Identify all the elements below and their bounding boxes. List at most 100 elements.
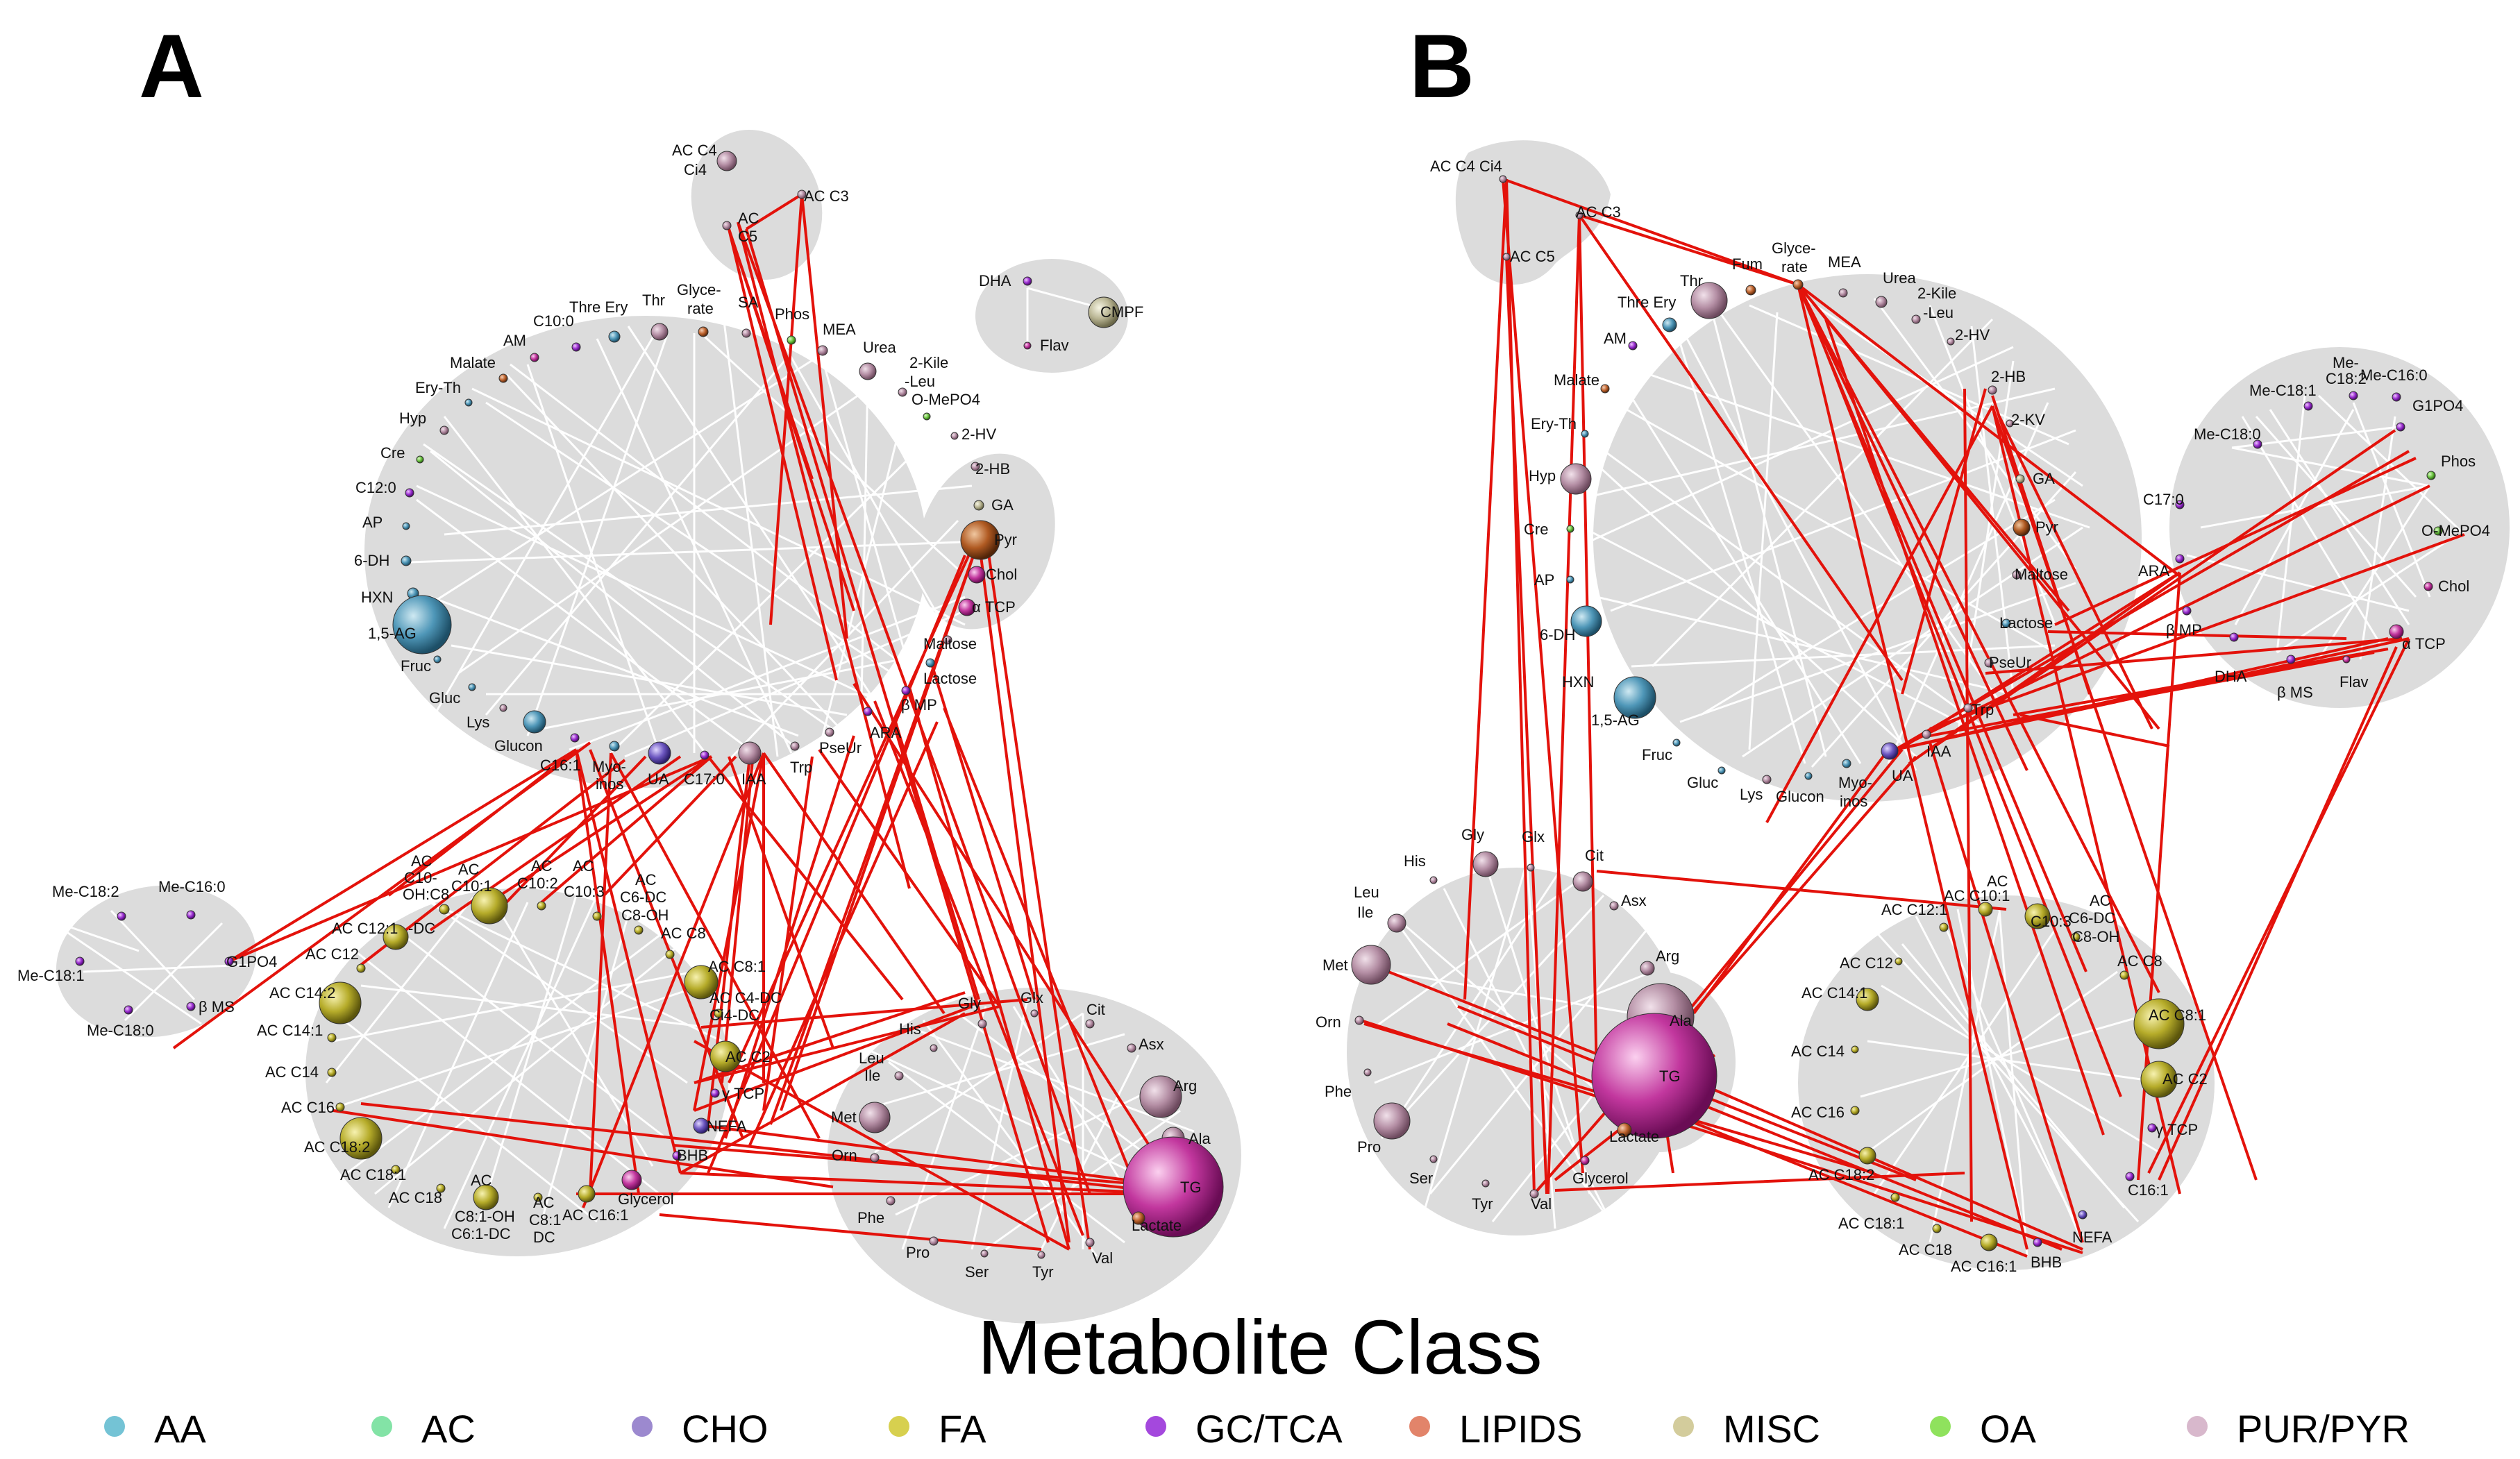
- node-a-ac-c14-2: [319, 981, 362, 1024]
- node-a-gluc: [468, 683, 476, 691]
- label-a-eryth: Ery-Th: [415, 379, 461, 396]
- label-b-ac-c16: AC C16: [1791, 1104, 1845, 1121]
- label-b-bhb: BHB: [2031, 1254, 2062, 1271]
- panel-a-network: AC C4 Ci4 AC C3 AC C5 DHA CMPF Flav Glyc…: [17, 129, 1241, 1324]
- label-b-ap: AP: [1534, 571, 1554, 589]
- label-a-fruc: Fruc: [401, 657, 431, 675]
- panel-a-white-edges: [48, 287, 1195, 1257]
- node-a-lactose: [925, 658, 935, 668]
- node-b-bhb: [2033, 1238, 2042, 1247]
- node-a-orn: [870, 1153, 880, 1163]
- label-b-omepo4: O-MePO4: [2421, 522, 2490, 539]
- label-b-val: Val: [1531, 1195, 1552, 1213]
- legend-label-cho: CHO: [682, 1407, 768, 1451]
- node-a-ac-c14-1: [327, 1033, 337, 1043]
- label-a-mec18-0: Me-C18:0: [87, 1022, 154, 1039]
- legend-label-fa: FA: [939, 1407, 986, 1451]
- node-a-glx: [1030, 1009, 1039, 1018]
- node-b-ac-c10-3: [2024, 903, 2051, 929]
- node-b-cit: [1572, 871, 1593, 892]
- label-a-15ag: 1,5-AG: [368, 625, 417, 642]
- legend-dot-ac: [371, 1416, 392, 1437]
- label-b-am: AM: [1604, 330, 1627, 347]
- node-b-lactate: [1617, 1122, 1632, 1138]
- node-a-cre: [416, 455, 424, 464]
- node-b-ac-c4: [1499, 175, 1507, 183]
- label-a-phe: Phe: [857, 1209, 884, 1226]
- label-b-ac-c4: AC C4 Ci4: [1430, 158, 1502, 175]
- label-b-leu: Leu: [1354, 884, 1379, 901]
- label-a-tg: TG: [1180, 1179, 1202, 1196]
- label-b-6dh: 6-DH: [1540, 626, 1575, 643]
- label-a-ac-c6dc-a: AC: [635, 871, 657, 888]
- node-b-tyr: [1481, 1179, 1490, 1188]
- label-b-ala: Ala: [1670, 1012, 1692, 1029]
- label-b-bmp: β MP: [2166, 621, 2202, 639]
- node-a-cmpf: [1088, 296, 1120, 328]
- node-b-ac-c12-1: [1939, 922, 1949, 932]
- node-a-c16-1: [570, 733, 580, 743]
- label-a-am: AM: [503, 332, 526, 349]
- label-b-fum: Fum: [1732, 255, 1763, 273]
- label-b-ac-c8-1: AC C8:1: [2149, 1006, 2206, 1024]
- node-a-tg: [1123, 1136, 1224, 1238]
- label-a-c8oh: C8-OH: [621, 906, 669, 924]
- label-a-hyp: Hyp: [399, 410, 426, 427]
- label-a-pro: Pro: [906, 1244, 930, 1261]
- panel-a-labels: AC C4 Ci4 AC C3 AC C5 DHA CMPF Flav Glyc…: [17, 142, 1211, 1281]
- node-a-ac-c18: [436, 1183, 446, 1193]
- node-a-atcp: [958, 598, 976, 616]
- node-a-glycerate: [698, 326, 709, 337]
- node-b-flav: [2342, 655, 2351, 664]
- node-a-ga: [973, 500, 984, 511]
- label-a-gly: Gly: [958, 995, 981, 1012]
- legend-dot-oa: [1930, 1416, 1951, 1437]
- node-a-phos: [787, 335, 796, 345]
- label-a-ga: GA: [991, 496, 1014, 514]
- label-a-ac-c10-3a: AC: [573, 857, 594, 875]
- panel-a-red-edges: [172, 193, 1182, 1251]
- node-a-ser: [980, 1249, 989, 1258]
- node-b-malate: [1600, 384, 1610, 394]
- label-a-glucon: Glucon: [494, 737, 543, 754]
- label-b-malate: Malate: [1554, 371, 1599, 389]
- node-a-ac-c4dc: [714, 1009, 723, 1018]
- legend-label-gctca: GC/TCA: [1195, 1407, 1343, 1451]
- node-a-am: [530, 353, 539, 362]
- label-b-pro: Pro: [1357, 1138, 1381, 1156]
- label-a-glycerate-1: Glyce-: [677, 281, 721, 298]
- node-b-g1po4: [2396, 422, 2405, 432]
- node-b-2kile: [1911, 314, 1921, 324]
- label-b-ac-c8: AC C8: [2117, 952, 2162, 970]
- node-b-ac-c18-2: [1858, 1147, 1876, 1165]
- node-a-sa: [741, 328, 751, 338]
- node-a-hyp: [439, 425, 449, 435]
- label-b-ac-c18: AC C18: [1899, 1241, 1952, 1258]
- node-b-ga: [2015, 474, 2025, 484]
- label-b-ga: GA: [2033, 470, 2055, 487]
- node-a-ac-c16-1: [578, 1185, 596, 1203]
- cluster-b-acyl-small: [1455, 140, 1611, 285]
- legend-dot-fa: [889, 1416, 909, 1437]
- node-b-met: [1351, 945, 1391, 985]
- node-a-ac-c12-1: [383, 924, 409, 950]
- node-a-c10-0: [571, 342, 581, 352]
- node-a-val: [1085, 1238, 1095, 1247]
- label-a-chol: Chol: [986, 566, 1017, 583]
- node-a-ac-c8-1-oh: [473, 1184, 499, 1211]
- label-a-c12-0: C12:0: [355, 479, 396, 496]
- legend-title: Metabolite Class: [977, 1305, 1543, 1390]
- node-b-6dh: [1570, 605, 1602, 637]
- node-a-ac-c8-1-dc: [533, 1192, 543, 1202]
- label-a-val: Val: [1092, 1249, 1113, 1267]
- label-b-glycerate-2: rate: [1781, 258, 1808, 276]
- label-b-me-c18-1: Me-C18:1: [2249, 382, 2317, 399]
- label-b-ac-c5: AC C5: [1510, 248, 1555, 265]
- node-a-ac-c10-2: [537, 901, 546, 911]
- label-b-glucon: Glucon: [1776, 788, 1824, 805]
- node-a-flav: [1023, 341, 1032, 350]
- label-a-ac-c12-1: AC C12:1: [332, 920, 398, 937]
- label-b-fruc: Fruc: [1642, 746, 1672, 764]
- node-a-mec18-1: [75, 956, 85, 966]
- node-a-ac-c2: [709, 1040, 741, 1072]
